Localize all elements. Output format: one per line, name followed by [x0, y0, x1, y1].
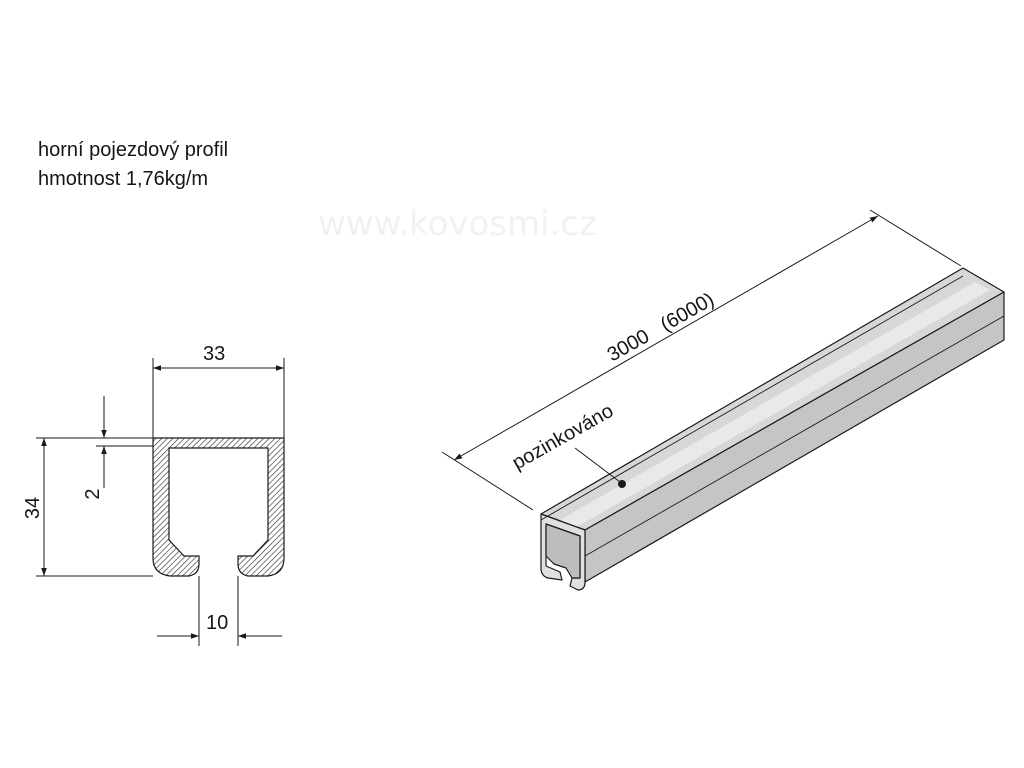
watermark: www.kovosmi.cz: [318, 204, 597, 244]
height-dimension: 34: [22, 497, 44, 519]
profile-wall: [152, 437, 285, 577]
leader-line: [574, 447, 621, 483]
title-block: horní pojezdový profil hmotnost 1,76kg/m: [38, 136, 228, 194]
rail-3d: [540, 267, 1005, 591]
extension-line: [441, 451, 534, 511]
rail-edge: [584, 315, 1005, 557]
finish-label: pozinkováno: [509, 400, 618, 474]
slot-dimension: 10: [206, 612, 228, 634]
rail-inner-profile: [545, 523, 581, 579]
rail-highlight: [560, 282, 990, 528]
profile-name: horní pojezdový profil: [38, 139, 229, 161]
dim-line-length: [453, 215, 879, 461]
width-dimension: 33: [203, 343, 225, 365]
leader-dot: [618, 480, 626, 488]
profile-weight: hmotnost 1,76kg/m: [38, 168, 209, 190]
cross-section: [36, 358, 285, 646]
thickness-dimension: 2: [82, 488, 104, 499]
extension-line: [869, 209, 962, 267]
length-dimension: 3000 (6000): [604, 289, 718, 367]
length-dimension-lines: [441, 209, 962, 511]
